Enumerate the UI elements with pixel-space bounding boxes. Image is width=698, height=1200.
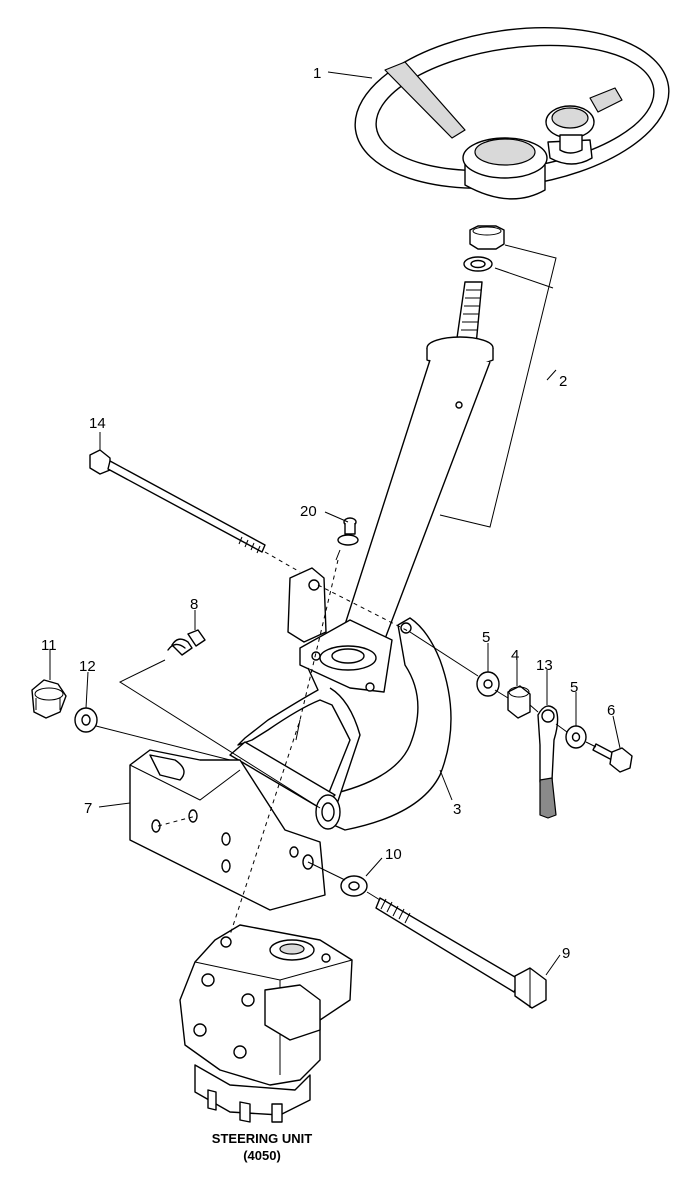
column-mounting-bracket bbox=[229, 567, 452, 831]
callout-3: 3 bbox=[453, 801, 461, 818]
lower-bracket bbox=[129, 749, 326, 911]
callout-6: 6 bbox=[607, 702, 615, 719]
callout-numbers: 1 2 3 4 5 5 6 7 8 9 10 11 12 13 14 20 bbox=[41, 65, 615, 962]
bushing-4 bbox=[507, 685, 531, 719]
callout-2: 2 bbox=[559, 373, 567, 390]
callout-9: 9 bbox=[562, 945, 570, 962]
callout-7: 7 bbox=[84, 800, 92, 817]
callout-8: 8 bbox=[190, 596, 198, 613]
callout-12: 12 bbox=[79, 658, 96, 675]
washer-5-right bbox=[565, 725, 587, 749]
callout-11: 11 bbox=[41, 637, 57, 654]
callout-14: 14 bbox=[89, 415, 106, 432]
hidden-line-bolt-14 bbox=[264, 551, 411, 633]
callout-10: 10 bbox=[385, 846, 402, 863]
callout-5-right: 5 bbox=[570, 679, 578, 696]
callout-1: 1 bbox=[313, 65, 321, 82]
long-bolt-9 bbox=[375, 897, 547, 1009]
washer-5-left bbox=[476, 671, 500, 697]
callout-13: 13 bbox=[536, 657, 553, 674]
long-bolt-14 bbox=[89, 449, 266, 554]
lock-pin-8 bbox=[167, 629, 206, 656]
steering-wheel bbox=[354, 26, 670, 200]
steering-unit-label: STEERING UNIT bbox=[212, 1131, 312, 1146]
nut-11 bbox=[31, 679, 67, 719]
steering-unit-code: (4050) bbox=[243, 1148, 281, 1163]
washer-12 bbox=[74, 707, 98, 733]
callout-20: 20 bbox=[300, 503, 317, 520]
callout-4: 4 bbox=[511, 647, 519, 664]
steering-column bbox=[339, 225, 505, 653]
callout-leaders bbox=[49, 71, 621, 976]
callout-2-bracket bbox=[439, 244, 557, 528]
hidden-line-column-axis bbox=[229, 559, 339, 936]
bolt-6 bbox=[592, 743, 633, 773]
steering-unit bbox=[179, 924, 353, 1123]
callout-5-left: 5 bbox=[482, 629, 490, 646]
washer-10 bbox=[340, 875, 368, 897]
lever-13 bbox=[537, 705, 559, 819]
grease-fitting-20 bbox=[337, 517, 359, 546]
